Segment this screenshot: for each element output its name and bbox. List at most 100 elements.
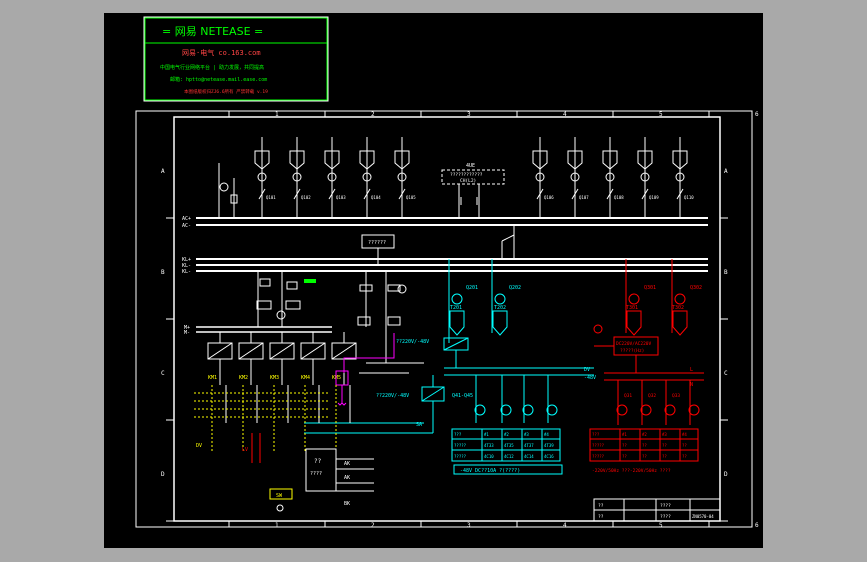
table-cell: ?????: [454, 454, 467, 459]
table-cell: ?????: [592, 443, 605, 448]
ctrl-box-label: ??: [314, 458, 322, 465]
rectifier-diagonal: [300, 342, 326, 360]
column-label-top: 5: [659, 111, 663, 118]
title-line-2: 邮箱: hptto@netease.mail.ease.com: [170, 76, 267, 83]
column-label-top: 3: [467, 111, 471, 118]
red-q-3: Q33: [672, 393, 680, 399]
breaker-body: [637, 150, 653, 170]
rectifier-label: KM1: [208, 375, 217, 381]
magenta-sensor: [335, 333, 395, 406]
breaker-coil: [292, 172, 302, 182]
bus-label-ac-bottom: AC-: [182, 223, 191, 229]
table-cell: ??: [622, 454, 627, 459]
table-cell: #3: [524, 432, 529, 437]
table-cell: ??: [642, 443, 647, 448]
table-cell: ??: [622, 443, 627, 448]
ac-bus: AC+ AC-: [182, 216, 708, 229]
table-cell: 4T39: [544, 443, 554, 448]
cyan-table-caption: -48V DC??10A ?(????): [460, 468, 520, 474]
t302-label: T302: [672, 305, 684, 311]
rectifier-label: KM4: [301, 375, 310, 381]
breaker-label: Q105: [406, 195, 416, 200]
breaker-contact: [676, 188, 684, 200]
legend-r2c1: ??: [598, 514, 604, 520]
breaker-body: [324, 150, 340, 170]
red-q-1: Q31: [624, 393, 632, 399]
red-conv2-label: ?????(Hz): [620, 348, 644, 354]
q302-label: Q302: [690, 285, 702, 291]
row-label-right: D: [724, 471, 728, 478]
rectifier-diagonal: [238, 342, 264, 360]
breaker-body: [672, 150, 688, 170]
red-ac-section: T301 T302 Q301 Q302 DC220V/AC220V ?????(…: [593, 259, 704, 425]
column-label-bottom: 3: [467, 522, 471, 529]
table-cell: ??: [642, 454, 647, 459]
drawing-sheet: = 网易 NETEASE = 网易·电气 co.163.com 中国电气行业网络…: [104, 13, 763, 548]
breaker-label: Q103: [336, 195, 346, 200]
site-text: 网易·电气 co.163.com: [182, 48, 261, 57]
column-label-bottom: 4: [563, 522, 567, 529]
bottom-label-ak-2: AK: [344, 475, 350, 481]
breaker-contact: [363, 188, 371, 200]
row-label-left: B: [161, 269, 165, 276]
bus-label-kl-1: KL+: [182, 257, 191, 263]
breaker-coil: [605, 172, 615, 182]
mid-bus: M+ M-: [184, 325, 332, 336]
breaker-label: Q108: [614, 195, 624, 200]
legend-r2c2: ????: [660, 514, 671, 520]
table-cell: ??: [662, 443, 667, 448]
legend-code: ZN0570-04: [692, 514, 714, 519]
row-label-right: A: [724, 168, 728, 175]
breaker-body: [532, 150, 548, 170]
t202-label: T202: [494, 305, 506, 311]
legend-r1c2: ????: [660, 503, 671, 509]
table-cell: ??: [662, 454, 667, 459]
dv48-label: -48V: [584, 375, 596, 381]
bus-label-ac-top: AC+: [182, 216, 191, 222]
bottom-label-bk: BK: [344, 501, 350, 507]
inner-frame: [173, 116, 721, 522]
q201-label: Q201: [466, 285, 478, 291]
row-label-left: D: [161, 471, 165, 478]
t301-label: T301: [626, 305, 638, 311]
table-cell: #4: [682, 432, 687, 437]
breaker-contact: [398, 188, 406, 200]
bus-label-mid-1: M+: [184, 325, 190, 331]
bus-label-kl-3: KL-: [182, 269, 191, 275]
center-box: 4UE ???????????? CH(L2): [441, 163, 505, 218]
legend-r1c1: ??: [598, 503, 604, 509]
table-cell: ???: [592, 432, 600, 437]
row-a-left-device: [218, 163, 238, 218]
breaker-body: [359, 150, 375, 170]
red-label-n: N: [690, 382, 693, 388]
conv1-label: ??220V/-48V: [396, 339, 429, 345]
kl-bus: KL+ KL- KL-: [182, 257, 708, 275]
rectifier-label: KM3: [270, 375, 279, 381]
breaker-body: [602, 150, 618, 170]
table-cell: 4T35: [504, 443, 514, 448]
table-cell: 4C12: [504, 454, 514, 459]
table-cell: ?????: [592, 454, 605, 459]
title-block: = 网易 NETEASE = 网易·电气 co.163.com 中国电气行业网络…: [143, 16, 329, 102]
breaker-body: [254, 150, 270, 170]
row-label-right: B: [724, 269, 728, 276]
table-cell: #1: [484, 432, 489, 437]
row-label-left: C: [161, 370, 165, 377]
breaker-coil: [362, 172, 372, 182]
upper-device-box: ??????: [361, 225, 515, 265]
upper-box-label: ??????: [368, 240, 386, 246]
column-label-bottom: 1: [275, 522, 279, 529]
outer-frame: [135, 110, 753, 528]
dv-label: DV: [196, 443, 202, 449]
title-line-1: 中国电气行业网络平台 | 助力发展，共同提高: [160, 64, 264, 71]
breaker-body: [289, 150, 305, 170]
breaker-body: [394, 150, 410, 170]
breaker-label: Q101: [266, 195, 276, 200]
rectifier-diagonal: [331, 342, 357, 360]
breaker-contact: [328, 188, 336, 200]
